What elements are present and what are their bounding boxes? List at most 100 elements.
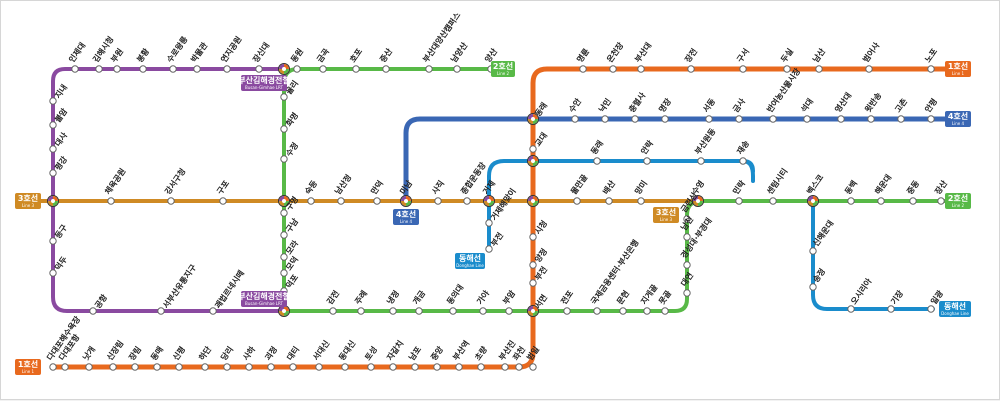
station-전포[interactable] <box>563 307 571 315</box>
station-서부산유통지구[interactable] <box>157 307 165 315</box>
station-동대신[interactable] <box>341 363 349 371</box>
station-명륜[interactable] <box>579 65 587 73</box>
station-양정[interactable] <box>529 261 537 269</box>
station-낫개[interactable] <box>85 363 93 371</box>
station-부산대양산캠퍼스[interactable] <box>425 65 433 73</box>
station-공항[interactable] <box>89 307 97 315</box>
transfer-station-벡스코[interactable] <box>807 195 819 207</box>
station-고촌[interactable] <box>897 115 905 123</box>
station-다대포항[interactable] <box>61 363 69 371</box>
station-봉황[interactable] <box>139 65 147 73</box>
station-구명[interactable] <box>280 209 288 217</box>
station-남천[interactable] <box>683 233 691 241</box>
station-범일[interactable] <box>529 363 537 371</box>
station-구포[interactable] <box>219 197 227 205</box>
station-물만골[interactable] <box>573 197 581 205</box>
station-부암[interactable] <box>505 307 513 315</box>
station-초량[interactable] <box>477 363 485 371</box>
station-당리[interactable] <box>223 363 231 371</box>
station-감전[interactable] <box>329 307 337 315</box>
station-기장[interactable] <box>887 305 895 313</box>
station-대사[interactable] <box>49 145 57 153</box>
station-지내[interactable] <box>49 97 57 105</box>
station-영산대[interactable] <box>837 115 845 123</box>
station-만덕[interactable] <box>373 197 381 205</box>
station-부산역[interactable] <box>455 363 463 371</box>
station-경성대·부경대[interactable] <box>683 261 691 269</box>
station-동매[interactable] <box>153 363 161 371</box>
station-토성[interactable] <box>367 363 375 371</box>
station-금곡[interactable] <box>319 65 327 73</box>
station-율리[interactable] <box>280 93 288 101</box>
station-남산[interactable] <box>815 65 823 73</box>
station-괘법르네시떼[interactable] <box>209 307 217 315</box>
station-서대신[interactable] <box>315 363 323 371</box>
station-구서[interactable] <box>739 65 747 73</box>
station-동의대[interactable] <box>449 307 457 315</box>
station-부전[interactable] <box>529 279 537 287</box>
station-중동[interactable] <box>909 197 917 205</box>
station-사직[interactable] <box>434 197 442 205</box>
station-가야[interactable] <box>479 307 487 315</box>
station-금사[interactable] <box>735 115 743 123</box>
transfer-station-교대[interactable] <box>527 155 539 167</box>
station-불암[interactable] <box>49 121 57 129</box>
station-금련산[interactable] <box>683 215 691 223</box>
transfer-station-미남[interactable] <box>400 195 412 207</box>
station-송정[interactable] <box>809 283 817 291</box>
transfer-station-동래[interactable] <box>527 113 539 125</box>
station-자갈치[interactable] <box>389 363 397 371</box>
station-구남[interactable] <box>280 231 288 239</box>
station-대연[interactable] <box>683 289 691 297</box>
station-체육공원[interactable] <box>107 197 115 205</box>
station-하단[interactable] <box>201 363 209 371</box>
station-화명[interactable] <box>280 125 288 133</box>
station-인제대[interactable] <box>71 65 79 73</box>
station-낙민[interactable] <box>601 115 609 123</box>
station-해운대[interactable] <box>877 197 885 205</box>
station-모덕[interactable] <box>280 269 288 277</box>
station-윗반송[interactable] <box>867 115 875 123</box>
station-증산[interactable] <box>382 65 390 73</box>
station-부전[interactable] <box>485 245 493 253</box>
station-숙등[interactable] <box>307 197 315 205</box>
station-오시리아[interactable] <box>847 305 855 313</box>
station-강서구청[interactable] <box>167 197 175 205</box>
station-문현[interactable] <box>619 307 627 315</box>
station-종합운동장[interactable] <box>463 197 471 205</box>
station-부산진[interactable] <box>501 363 509 371</box>
transfer-station-연산[interactable] <box>527 195 539 207</box>
transfer-station-서면[interactable] <box>527 305 539 317</box>
station-부산원동[interactable] <box>697 157 705 165</box>
station-대티[interactable] <box>289 363 297 371</box>
station-시청[interactable] <box>529 233 537 241</box>
station-부산대[interactable] <box>637 65 645 73</box>
station-망미[interactable] <box>637 197 645 205</box>
station-동원[interactable] <box>293 65 301 73</box>
station-신장림[interactable] <box>109 363 117 371</box>
station-덕두[interactable] <box>49 269 57 277</box>
station-중앙[interactable] <box>433 363 441 371</box>
station-신해운대[interactable] <box>809 247 817 255</box>
station-장전[interactable] <box>687 65 695 73</box>
station-사하[interactable] <box>245 363 253 371</box>
station-동백[interactable] <box>847 197 855 205</box>
transfer-station-수영[interactable] <box>692 195 704 207</box>
station-두실[interactable] <box>783 65 791 73</box>
station-동래[interactable] <box>593 157 601 165</box>
station-주례[interactable] <box>357 307 365 315</box>
station-범어사[interactable] <box>865 65 873 73</box>
station-신평[interactable] <box>175 363 183 371</box>
station-남양산[interactable] <box>453 65 461 73</box>
station-냉정[interactable] <box>389 307 397 315</box>
station-지게골[interactable] <box>643 307 651 315</box>
station-다대포해수욕장[interactable] <box>49 363 57 371</box>
station-평강[interactable] <box>49 169 57 177</box>
station-국제금융센터·부산은행[interactable] <box>593 307 601 315</box>
station-거제해맞이[interactable] <box>485 219 493 227</box>
station-장신대[interactable] <box>255 65 263 73</box>
station-센텀시티[interactable] <box>769 197 777 205</box>
station-교대[interactable] <box>529 145 537 153</box>
station-등구[interactable] <box>49 237 57 245</box>
station-못골[interactable] <box>661 307 669 315</box>
